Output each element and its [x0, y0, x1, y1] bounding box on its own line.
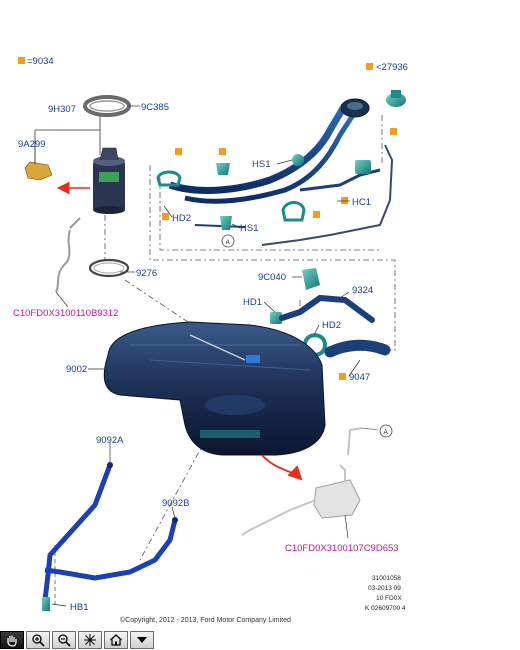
- strap-9092b: [44, 519, 178, 581]
- clip-mid-right: [281, 201, 306, 222]
- label-9c040: 9C040: [258, 272, 286, 283]
- svg-text:A: A: [226, 239, 231, 246]
- circle-a-top: A: [221, 234, 235, 248]
- svg-text:31001058: 31001058: [372, 575, 401, 582]
- label-hd2-left: HD2: [172, 213, 191, 224]
- label-9047: 9047: [349, 372, 370, 383]
- info-block: 31001058 03-2013 09 10 FD0X K 02609700 4: [365, 575, 406, 612]
- clip-hc1: [355, 160, 371, 174]
- fit-view-button[interactable]: [78, 631, 102, 649]
- pan-tool-button[interactable]: [0, 631, 24, 649]
- clips-and-valves: [156, 154, 371, 357]
- home-button[interactable]: [104, 631, 128, 649]
- tank-straps: [42, 462, 178, 611]
- zoom-out-button[interactable]: [52, 631, 76, 649]
- menu-dropdown-button[interactable]: [130, 631, 154, 649]
- clip-9c040: [302, 268, 320, 290]
- label-9092a: 9092A: [96, 435, 124, 446]
- legend-marker: [18, 57, 25, 64]
- label-hb1: HB1: [70, 602, 88, 613]
- svg-text:10 FD0X: 10 FD0X: [376, 595, 402, 602]
- svg-text:A: A: [384, 429, 389, 436]
- circle-a-bottom: A: [379, 424, 393, 438]
- label-hs1-mid: HS1: [240, 223, 258, 234]
- leader-lines: [51, 105, 361, 607]
- fit-icon: [84, 634, 96, 646]
- orange-markers: [162, 63, 397, 380]
- label-hc1: HC1: [352, 197, 371, 208]
- clip-hd2: [156, 170, 182, 187]
- strap-9092a: [42, 464, 113, 601]
- label-ref-left: C10FD0X3100110B9312: [13, 308, 118, 319]
- hose-9047: [324, 339, 391, 358]
- label-ref-right: C10FD0X3100107C9D653: [285, 543, 399, 554]
- bolt-hb1: [42, 597, 50, 611]
- label-hs1-top: HS1: [252, 159, 270, 170]
- filler-cap: [386, 90, 406, 107]
- home-icon: [110, 634, 122, 646]
- label-9a299: 9A299: [18, 139, 45, 150]
- fuel-filter: [241, 427, 379, 536]
- clip-hd1: [270, 312, 282, 324]
- label-27936: <27936: [376, 62, 408, 73]
- legend-text: =9034: [27, 56, 54, 67]
- seal-ring-9276: [88, 258, 130, 278]
- fuel-tank: [103, 321, 326, 481]
- clip-hs1-top: [292, 154, 304, 166]
- zoom-in-icon: [32, 634, 45, 647]
- label-9092b: 9092B: [162, 498, 189, 509]
- label-hd2-right: HD2: [322, 320, 341, 331]
- vent-valve-top: [216, 163, 230, 175]
- fuel-filler-pipes: [168, 98, 394, 246]
- zoom-in-button[interactable]: [26, 631, 50, 649]
- label-9276: 9276: [136, 268, 157, 279]
- label-9c385: 9C385: [141, 102, 169, 113]
- copyright-text: ©Copyright, 2012 - 2013, Ford Motor Comp…: [120, 616, 291, 624]
- dropdown-icon: [137, 637, 147, 643]
- label-9002: 9002: [66, 364, 87, 375]
- fuel-system-diagram: =9034: [13, 56, 408, 624]
- legend: =9034: [18, 56, 54, 67]
- zoom-out-icon: [58, 634, 71, 647]
- hose-9324: [279, 294, 375, 323]
- level-sensor-9a299: [24, 161, 53, 181]
- label-9h307: 9H307: [48, 104, 76, 115]
- label-9324: 9324: [352, 285, 373, 296]
- fuel-pump-module: [24, 95, 131, 278]
- svg-text:03-2013 09: 03-2013 09: [368, 585, 401, 592]
- hand-icon: [7, 635, 17, 647]
- lock-ring-9c385: [83, 95, 131, 117]
- viewer-toolbar: [0, 630, 520, 650]
- label-hd1: HD1: [243, 297, 262, 308]
- svg-text:K 02609700 4: K 02609700 4: [365, 605, 406, 612]
- wiring-harness-left: [55, 229, 71, 293]
- fuel-sender-unit: [93, 160, 125, 212]
- clip-hs1-mid: [220, 216, 232, 230]
